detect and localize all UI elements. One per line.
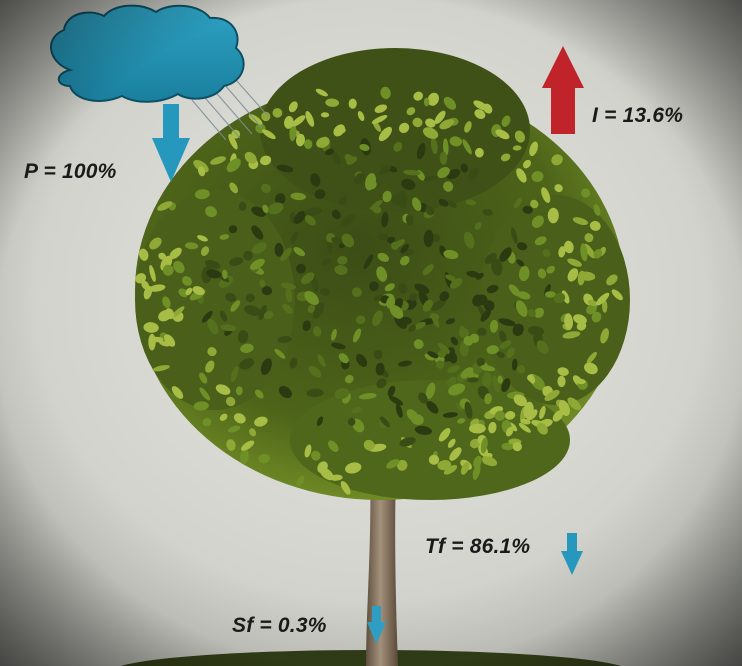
precipitation-label: P = 100% xyxy=(24,160,117,183)
interception-label: I = 13.6% xyxy=(592,104,684,127)
stemflow-label: Sf = 0.3% xyxy=(232,614,327,637)
throughfall-label: Tf = 86.1% xyxy=(425,535,531,558)
